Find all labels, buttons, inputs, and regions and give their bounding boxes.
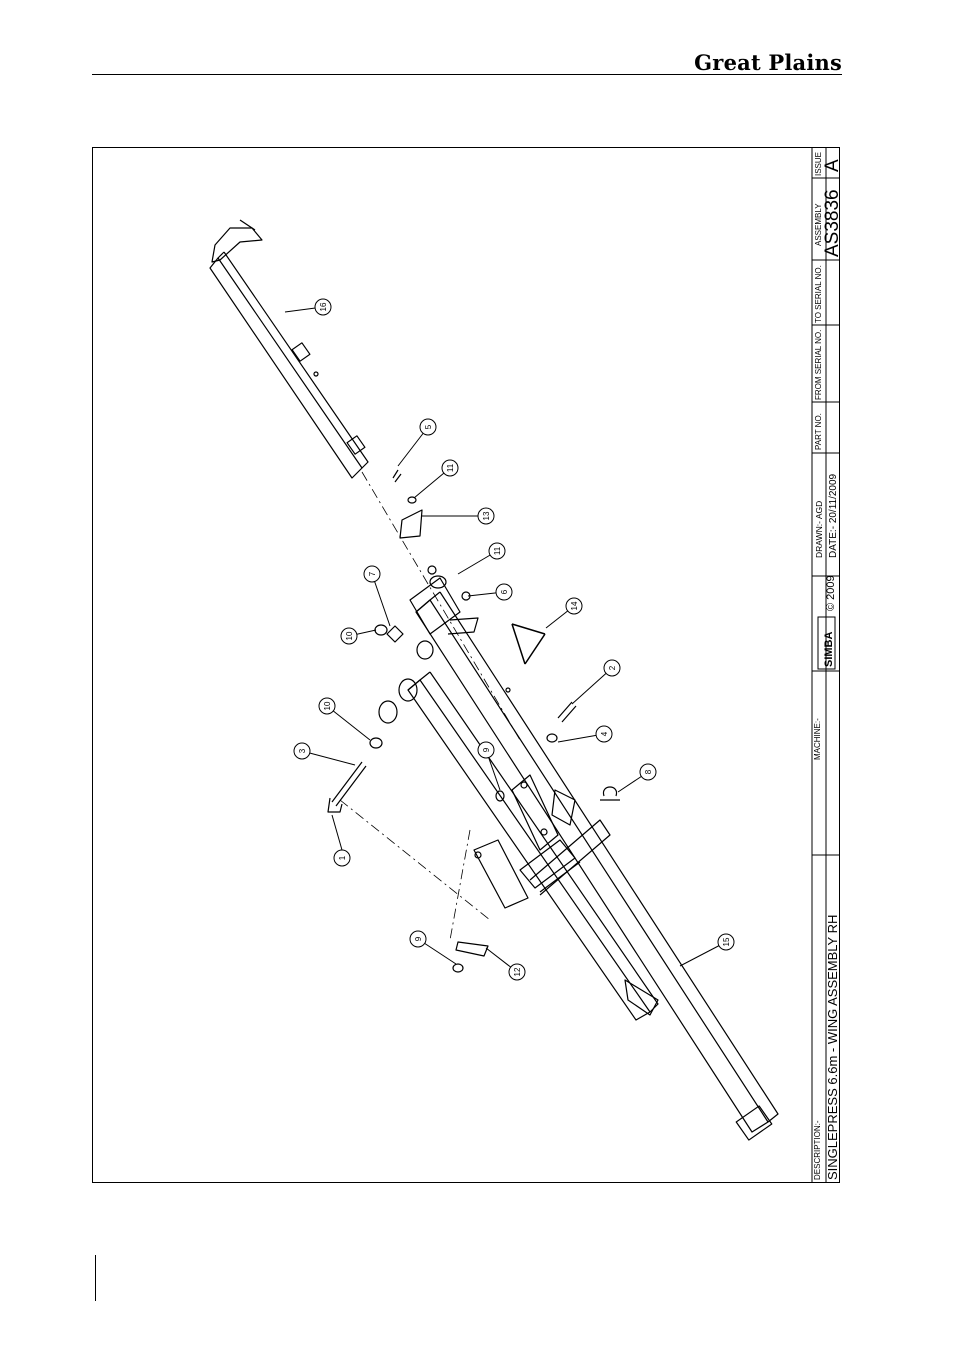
callout-label: 11 (446, 463, 455, 472)
callout-label: 10 (345, 631, 354, 640)
part-16-tube (210, 220, 368, 478)
callout-11b: 11 (458, 543, 505, 574)
callout-label: 16 (319, 302, 328, 311)
callout-14: 14 (546, 598, 582, 628)
callout-label: 9 (414, 936, 423, 941)
callout-13: 13 (422, 508, 494, 524)
callout-label: 3 (298, 748, 307, 753)
description-text: SINGLEPRESS 6.6m - WING ASSEMBLY RH (825, 915, 840, 1180)
callout-9b: 9 (410, 931, 456, 964)
callout-label: 10 (323, 701, 332, 710)
callout-4: 4 (558, 726, 612, 742)
callouts: 1 2 3 4 5 6 7 8 9 9 10 10 11 11 12 13 14… (285, 299, 734, 980)
from-serial-label: FROM SERIAL NO. (814, 330, 823, 400)
callout-label: 12 (513, 967, 522, 976)
callout-8: 8 (618, 764, 656, 792)
description-label: DESCRIPTION:- (813, 1120, 822, 1180)
callout-label: 6 (500, 589, 509, 594)
callout-11a: 11 (414, 460, 458, 498)
callout-label: 2 (608, 665, 617, 670)
callout-label: 13 (482, 511, 491, 520)
drawn-by: DRAWN:- AGD (814, 501, 824, 558)
copyright-text: © 2009 (825, 575, 837, 611)
drawing-date: DATE:- 20/11/2009 (828, 473, 839, 558)
callout-2: 2 (572, 660, 620, 704)
to-serial-label: TO SERIAL NO. (814, 265, 823, 323)
exploded-assembly-drawing (210, 220, 778, 1140)
callout-label: 1 (338, 855, 347, 860)
callout-label: 5 (424, 424, 433, 429)
callout-label: 15 (722, 937, 731, 946)
callout-label: 7 (368, 571, 377, 576)
callout-9a: 9 (478, 742, 500, 790)
assembly-number: AS3836 (822, 189, 843, 257)
callout-10a: 10 (319, 698, 370, 740)
callout-label: 9 (482, 747, 491, 752)
callout-5: 5 (398, 419, 436, 466)
hardware (328, 470, 620, 972)
callout-label: 11 (493, 546, 502, 555)
part-no-label: PART NO. (814, 413, 823, 450)
callout-7: 7 (364, 566, 390, 626)
logo-text: SIMBA (823, 632, 835, 668)
callout-16: 16 (285, 299, 331, 315)
callout-label: 14 (570, 601, 579, 610)
callout-3: 3 (294, 743, 355, 765)
callout-12: 12 (486, 948, 525, 980)
issue-letter: A (822, 159, 843, 172)
callout-1: 1 (332, 815, 350, 866)
callout-label: 4 (600, 731, 609, 736)
machine-label: MACHINE:- (813, 718, 822, 760)
callout-label: 8 (644, 769, 653, 774)
callout-6: 6 (468, 584, 512, 600)
callout-15: 15 (680, 934, 734, 966)
callout-10b: 10 (341, 628, 376, 644)
part-15-frame (379, 576, 778, 1140)
